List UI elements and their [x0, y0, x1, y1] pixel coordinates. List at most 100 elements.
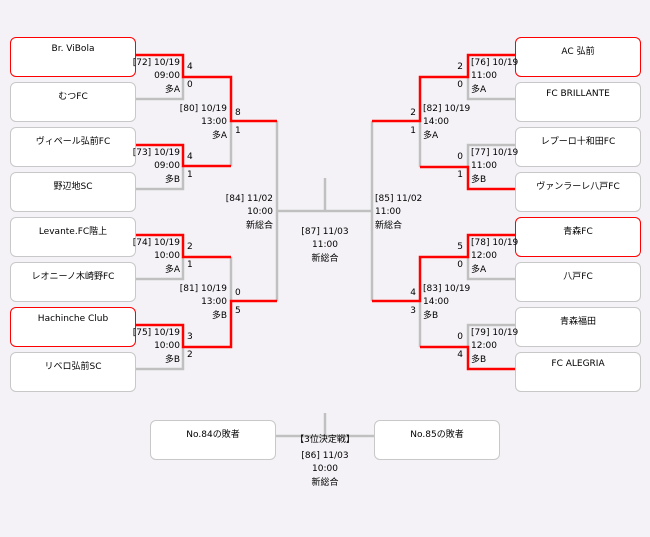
match-time: 13:00	[201, 297, 227, 307]
score: 5	[457, 242, 463, 252]
match-label: [73] 10/19	[132, 148, 180, 158]
match-label: [78] 10/19	[471, 238, 519, 248]
team-box[interactable]: レプーロ十和田FC	[515, 127, 641, 167]
score: 1	[187, 170, 193, 180]
score: 0	[457, 260, 463, 270]
team-box[interactable]: レオニーノ木崎野FC	[10, 262, 136, 302]
team-box[interactable]: 野辺地SC	[10, 172, 136, 212]
match-label: [82] 10/19	[423, 104, 471, 114]
match-time: 10:00	[247, 207, 273, 217]
match-time: 10:00	[154, 251, 180, 261]
team-name: 青森福田	[559, 317, 596, 327]
score: 0	[457, 152, 463, 162]
match-venue: 新総合	[375, 221, 403, 231]
team-name: Hachinche Club	[37, 314, 109, 324]
team-box[interactable]: Br. ViBola	[10, 37, 136, 77]
team-name: No.85の敗者	[410, 430, 464, 440]
score: 1	[457, 170, 463, 180]
match-label: [75] 10/19	[132, 328, 180, 338]
score: 0	[457, 80, 463, 90]
team-box[interactable]: ヴィペール弘前FC	[10, 127, 136, 167]
team-name: No.84の敗者	[186, 430, 240, 440]
match-venue: 多B	[471, 175, 487, 185]
team-name: ヴァンラーレ八戸FC	[536, 182, 620, 192]
match-venue: 多B	[164, 355, 180, 365]
team-name: FC ALEGRIA	[551, 359, 605, 369]
match-time: 10:00	[154, 341, 180, 351]
score: 1	[187, 260, 193, 270]
match-label: [77] 10/19	[471, 148, 519, 158]
third-place-title: 【3位決定戦】	[295, 435, 355, 445]
match-venue: 新総合	[311, 254, 339, 264]
score: 4	[187, 62, 193, 72]
team-name: ヴィペール弘前FC	[35, 137, 111, 147]
team-box[interactable]: 八戸FC	[515, 262, 641, 302]
score: 4	[410, 288, 416, 298]
match-venue: 多A	[423, 131, 439, 141]
match-venue: 多B	[423, 311, 439, 321]
match-label: [76] 10/19	[471, 58, 519, 68]
score: 2	[457, 62, 463, 72]
match-venue: 新総合	[311, 478, 339, 488]
score: 0	[187, 80, 193, 90]
match-venue: 多A	[471, 85, 487, 95]
score: 5	[235, 306, 241, 316]
team-box[interactable]: リベロ弘前SC	[10, 352, 136, 392]
team-box[interactable]: FC BRILLANTE	[515, 82, 641, 122]
team-box[interactable]: Hachinche Club	[10, 307, 136, 347]
score: 3	[410, 306, 416, 316]
match-label: [87] 11/03	[301, 227, 349, 237]
match-venue: 多B	[471, 355, 487, 365]
match-venue: 多A	[164, 265, 180, 275]
match-venue: 多B	[211, 311, 227, 321]
match-label: [81] 10/19	[179, 284, 227, 294]
score: 1	[410, 126, 416, 136]
match-venue: 多A	[471, 265, 487, 275]
score: 4	[187, 152, 193, 162]
team-box[interactable]: 青森FC	[515, 217, 641, 257]
team-name: 青森FC	[563, 227, 593, 237]
team-box[interactable]: むつFC	[10, 82, 136, 122]
match-label: [85] 11/02	[375, 194, 423, 204]
score: 0	[235, 288, 241, 298]
match-time: 09:00	[154, 161, 180, 171]
match-label: [84] 11/02	[225, 194, 273, 204]
match-time: 11:00	[312, 240, 338, 250]
match-label: [80] 10/19	[179, 104, 227, 114]
team-box[interactable]: Levante.FC階上	[10, 217, 136, 257]
match-time: 14:00	[423, 117, 449, 127]
third-place-right-box[interactable]: No.85の敗者	[374, 420, 500, 460]
match-venue: 多A	[211, 131, 227, 141]
team-box[interactable]: AC 弘前	[515, 37, 641, 77]
match-time: 12:00	[471, 251, 497, 261]
match-time: 09:00	[154, 71, 180, 81]
match-venue: 多B	[164, 175, 180, 185]
team-box[interactable]: FC ALEGRIA	[515, 352, 641, 392]
match-time: 14:00	[423, 297, 449, 307]
match-time: 10:00	[312, 464, 338, 474]
score: 2	[187, 242, 193, 252]
team-name: Levante.FC階上	[38, 227, 108, 237]
match-time: 11:00	[471, 71, 497, 81]
team-box[interactable]: 青森福田	[515, 307, 641, 347]
match-label: [86] 11/03	[301, 451, 349, 461]
team-name: AC 弘前	[561, 47, 595, 57]
score: 2	[410, 108, 416, 118]
team-name: 野辺地SC	[53, 182, 93, 192]
score: 8	[235, 108, 241, 118]
score: 4	[457, 350, 463, 360]
score: 1	[235, 126, 241, 136]
match-time: 13:00	[201, 117, 227, 127]
team-name: レプーロ十和田FC	[540, 137, 616, 147]
match-label: [83] 10/19	[423, 284, 471, 294]
team-name: FC BRILLANTE	[546, 89, 610, 99]
match-label: [74] 10/19	[132, 238, 180, 248]
match-label: [79] 10/19	[471, 328, 519, 338]
team-box[interactable]: ヴァンラーレ八戸FC	[515, 172, 641, 212]
match-venue: 新総合	[245, 221, 273, 231]
team-name: レオニーノ木崎野FC	[31, 272, 115, 282]
third-place-left-box[interactable]: No.84の敗者	[150, 420, 276, 460]
score: 2	[187, 350, 193, 360]
